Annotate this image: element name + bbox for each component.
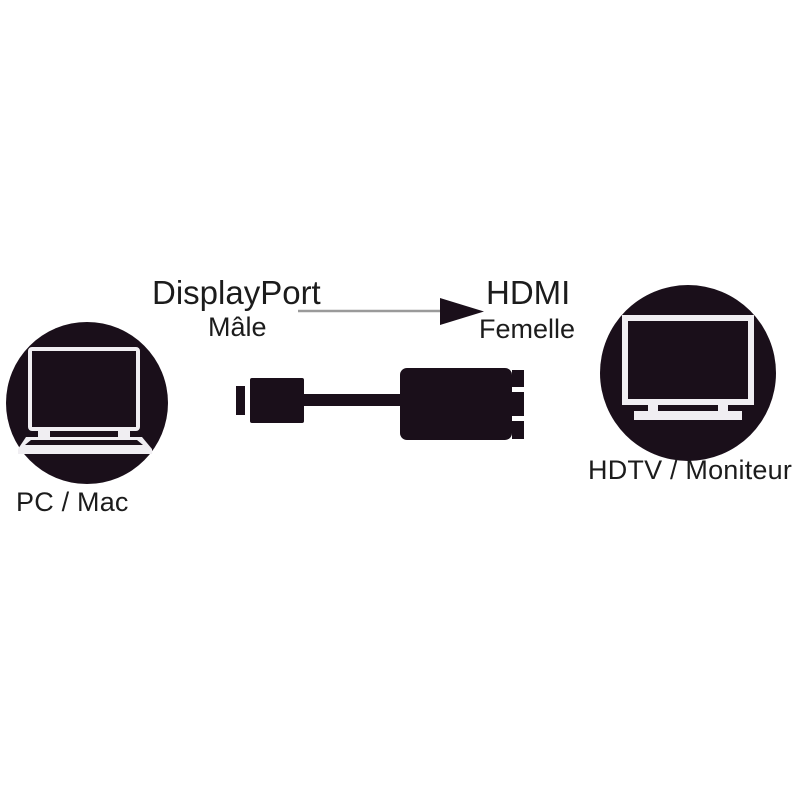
source-device-caption: PC / Mac xyxy=(16,487,129,517)
hdmi-label: HDMI xyxy=(486,274,571,311)
hdmi-port-tab-2-icon xyxy=(512,392,524,416)
tv-monitor-icon xyxy=(622,315,754,420)
source-device-badge xyxy=(6,322,168,484)
displayport-gender-label: Mâle xyxy=(208,312,267,342)
laptop-icon xyxy=(18,347,152,454)
target-device-badge xyxy=(600,285,776,461)
displayport-label: DisplayPort xyxy=(152,274,321,311)
arrow-right-icon xyxy=(298,298,484,325)
hdmi-female-port-icon xyxy=(400,368,512,440)
displayport-male-plug-latch-icon xyxy=(236,386,245,415)
hdmi-gender-label: Femelle xyxy=(479,314,576,344)
displayport-male-plug-icon xyxy=(250,378,304,423)
adapter-cable-icon xyxy=(302,394,406,406)
target-device-caption: HDTV / Moniteur xyxy=(588,455,793,485)
hdmi-port-tab-1-icon xyxy=(512,370,524,387)
hdmi-port-tab-3-icon xyxy=(512,421,524,439)
